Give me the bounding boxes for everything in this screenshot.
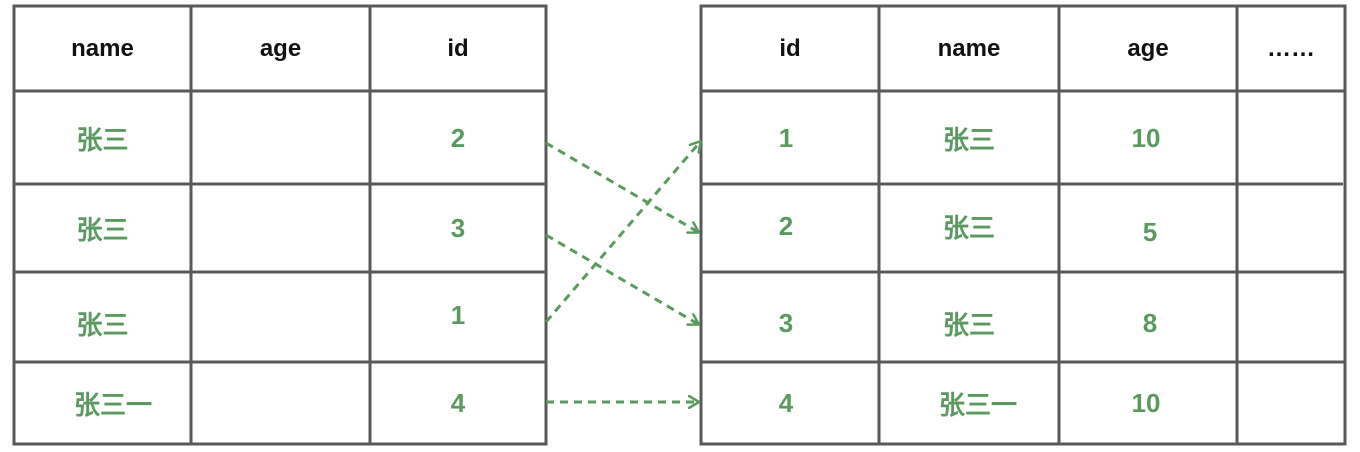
left-header-name: name	[71, 35, 134, 62]
arrow-2-to-2	[545, 141, 698, 232]
right-cell-id: 1	[778, 122, 794, 153]
left-cell-name: 张三	[76, 310, 129, 341]
left-cell-name: 张三	[76, 215, 129, 246]
left-table-grid	[12, 4, 548, 446]
right-cell-age: 10	[1131, 387, 1161, 418]
right-cell-age: 5	[1142, 216, 1158, 247]
right-header-more: ……	[1267, 35, 1315, 62]
right-cell-name: 张三一	[939, 390, 1018, 421]
right-cell-id: 3	[778, 307, 794, 338]
mapping-arrows	[544, 141, 700, 402]
left-cell-id: 2	[450, 122, 466, 153]
right-header-age: age	[1127, 35, 1169, 62]
right-cell-name: 张三	[942, 125, 995, 156]
left-cell-name: 张三	[76, 125, 129, 156]
left-cell-name: 张三一	[74, 390, 153, 421]
right-cell-name: 张三	[942, 310, 995, 341]
left-cell-id: 1	[450, 299, 466, 330]
right-cell-age: 10	[1131, 122, 1161, 153]
left-header-age: age	[259, 35, 302, 62]
arrow-1-to-1	[544, 142, 700, 323]
right-cell-id: 2	[778, 210, 794, 241]
right-cell-age: 8	[1142, 307, 1158, 338]
left-cell-id: 4	[450, 387, 466, 418]
left-header-id: id	[447, 35, 469, 62]
right-cell-name: 张三	[942, 213, 995, 244]
arrow-3-to-3	[545, 233, 698, 324]
left-cell-id: 3	[450, 212, 466, 243]
right-cell-id: 4	[778, 387, 794, 418]
right-table-grid	[699, 4, 1347, 446]
right-header-id: id	[779, 35, 801, 62]
right-header-name: name	[937, 35, 1001, 62]
